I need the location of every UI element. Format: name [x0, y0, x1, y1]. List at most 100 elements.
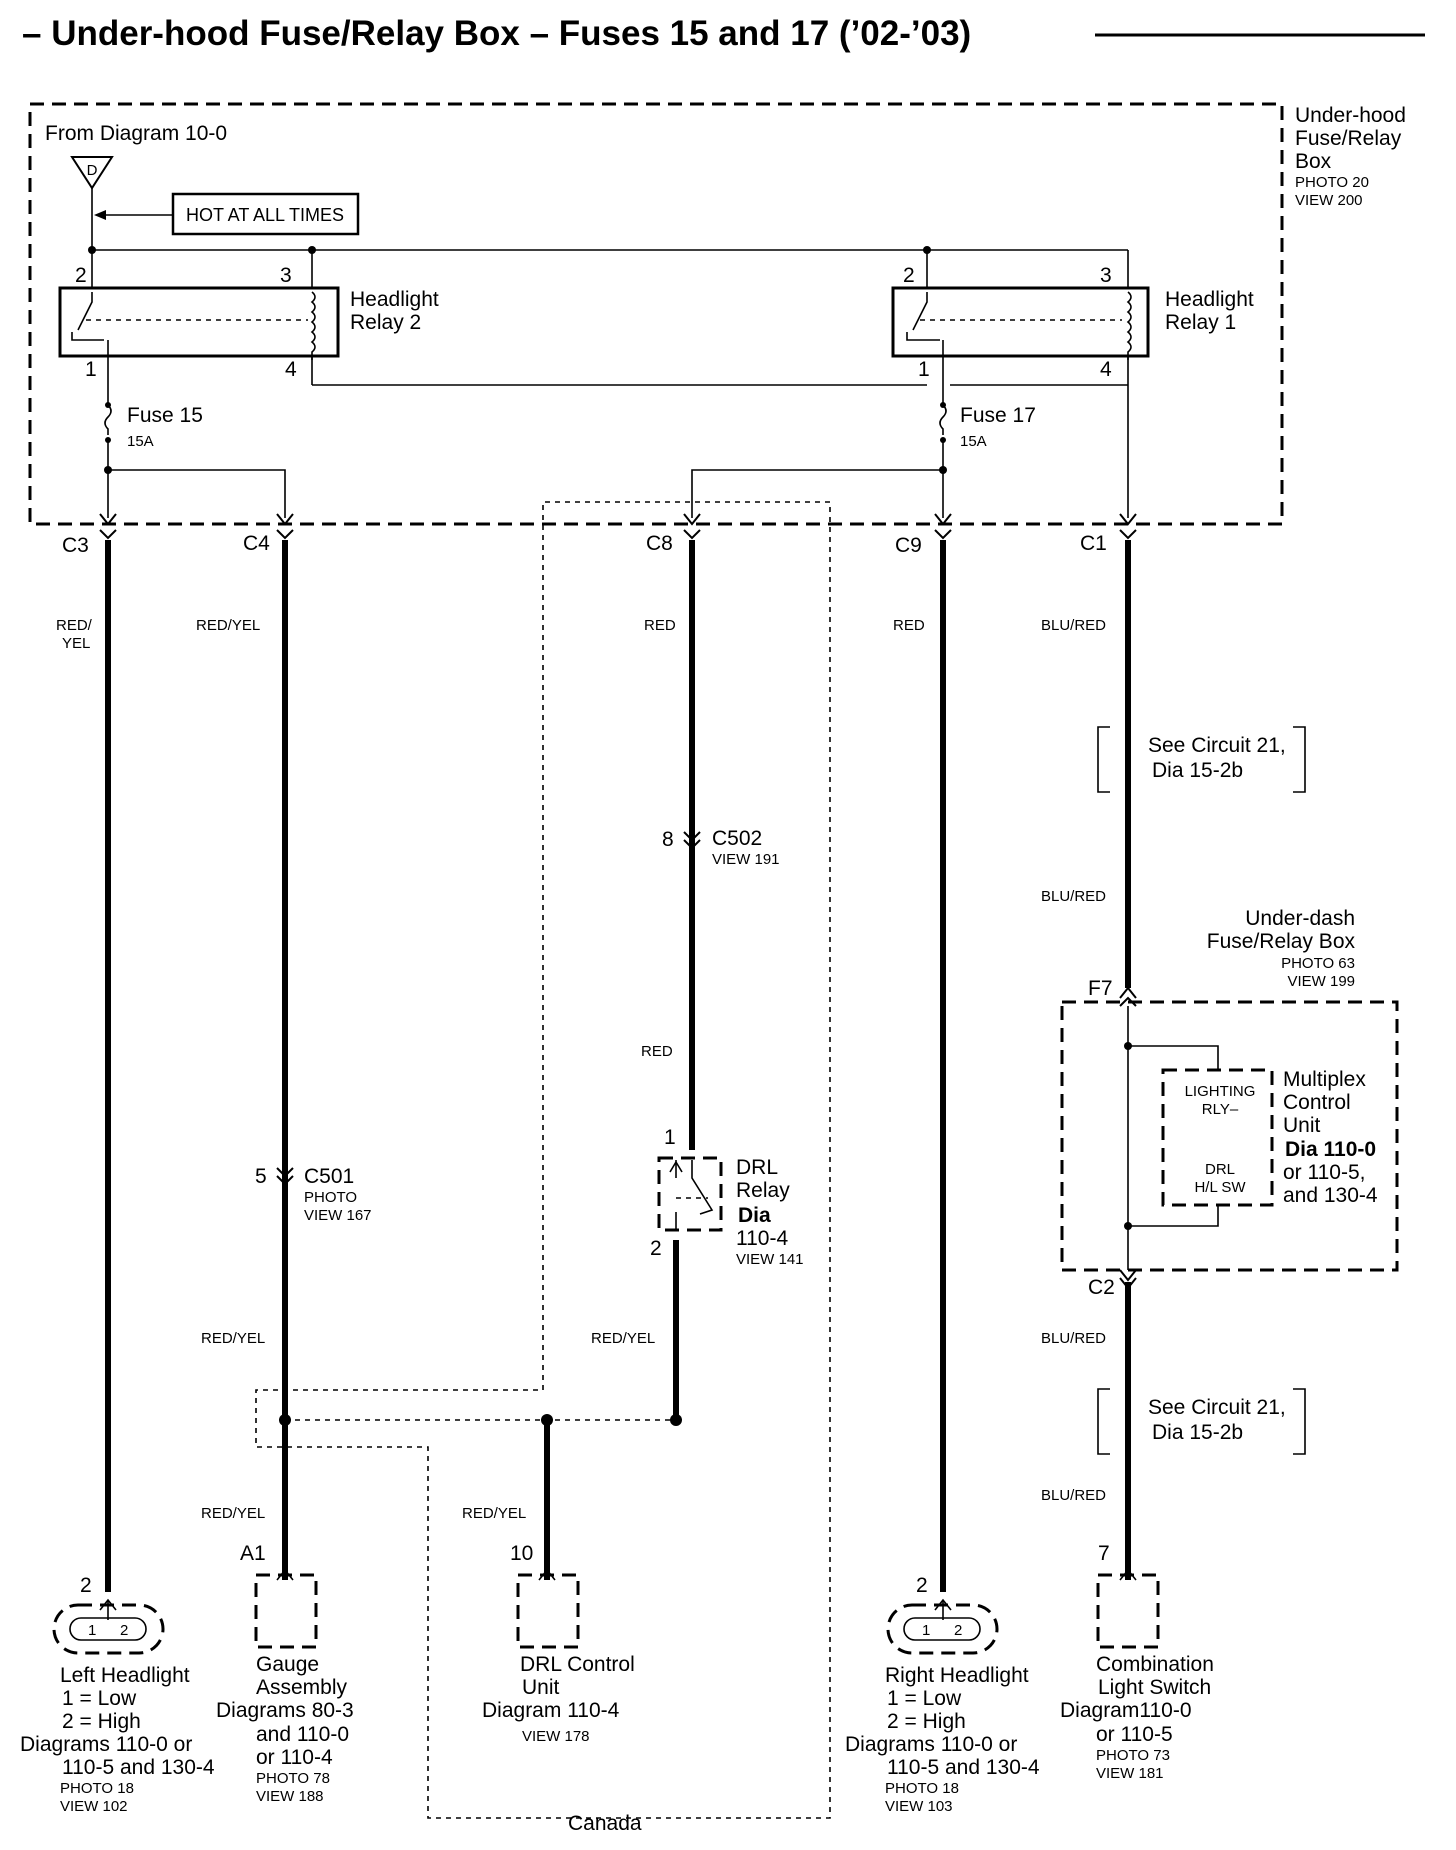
canada-region-outline [255, 501, 831, 1819]
underhood-fuse-box-outline [28, 102, 1284, 526]
gauge-pin: A1 [240, 1542, 266, 1565]
right-headlight-photo: PHOTO 18 [885, 1780, 959, 1797]
underdash-pin-c2: C2 [1088, 1276, 1115, 1299]
underdash-fuse-box-outline [1060, 1000, 1399, 1272]
underhood-box-view: VIEW 200 [1295, 192, 1363, 209]
underhood-box-label-3: Box [1295, 150, 1332, 173]
drl-unit-label-3: Diagram 110-4 [482, 1699, 620, 1722]
c501-label: C501 [304, 1165, 354, 1188]
underdash-pin-f7: F7 [1088, 977, 1113, 1000]
relay2-pin-4: 4 [285, 358, 297, 381]
right-headlight-label-5: 110-5 and 130-4 [887, 1756, 1040, 1779]
left-headlight-label-3: 2 = High [62, 1710, 141, 1733]
see-circuit-1-line2: Dia 15-2b [1152, 759, 1243, 782]
drl-relay-view: VIEW 141 [736, 1251, 804, 1268]
drl-relay-pin-2: 2 [650, 1237, 662, 1260]
drl-relay-box [657, 1156, 723, 1232]
wire-label-c501-below: RED/YEL [201, 1330, 265, 1347]
left-headlight-label-4: Diagrams 110-0 or [20, 1733, 192, 1756]
right-headlight-view: VIEW 103 [885, 1798, 953, 1815]
gauge-label-4: and 110-0 [256, 1723, 349, 1746]
drl-unit-label-1: DRL Control [520, 1653, 635, 1676]
relay1-pin-1: 1 [918, 358, 930, 381]
drl-unit-label-2: Unit [522, 1676, 560, 1699]
right-headlight-connector [886, 1598, 999, 1655]
multiplex-label-5: or 110-5, [1283, 1161, 1366, 1184]
underhood-box-label-2: Fuse/Relay [1295, 127, 1402, 150]
c502-view: VIEW 191 [712, 851, 780, 868]
light-switch-label-1: Combination [1096, 1653, 1214, 1676]
underdash-box-label-2: Fuse/Relay Box [1207, 930, 1356, 953]
left-headlight-pin: 2 [80, 1574, 92, 1597]
drl-relay-switch-icon [669, 1160, 714, 1230]
source-tag: D [87, 162, 98, 179]
drl-relay-label-3: Dia [738, 1204, 771, 1227]
see-circuit-bracket-1 [1097, 726, 1306, 793]
multiplex-inner-top2: RLY– [1202, 1101, 1239, 1118]
wire-label-gauge: RED/YEL [201, 1505, 265, 1522]
underhood-box-photo: PHOTO 20 [1295, 174, 1369, 191]
multiplex-label-2: Control [1283, 1091, 1351, 1114]
gauge-label-1: Gauge [256, 1653, 319, 1676]
gauge-label-2: Assembly [256, 1676, 348, 1699]
wire-label-c3-1: RED/ [56, 617, 93, 634]
drl-relay-label-2: Relay [736, 1179, 790, 1202]
hot-at-all-times-box [171, 192, 360, 236]
headlight-relay-2-box [58, 286, 340, 358]
relay2-pin-3: 3 [280, 264, 292, 287]
drl-control-unit-box [516, 1573, 580, 1649]
connector-c1: C1 [1080, 532, 1107, 555]
multiplex-label-3: Unit [1283, 1114, 1321, 1137]
drl-relay-label-4: 110-4 [736, 1227, 788, 1250]
drl-relay-pin-1: 1 [664, 1126, 676, 1149]
drl-unit-pin: 10 [510, 1542, 533, 1565]
relay2-label-2: Relay 2 [350, 311, 421, 334]
relay1-pin-3: 3 [1100, 264, 1112, 287]
relay1-pin-2: 2 [903, 264, 915, 287]
right-headlight-pin: 2 [916, 1574, 928, 1597]
c501-view: VIEW 167 [304, 1207, 372, 1224]
wire-label-c1: BLU/RED [1041, 617, 1106, 634]
relay1-label-1: Headlight [1165, 288, 1254, 311]
combination-light-switch-box [1096, 1573, 1160, 1649]
left-headlight-label-1: Left Headlight [60, 1664, 190, 1687]
canada-label: Canada [568, 1812, 642, 1835]
c502-label: C502 [712, 827, 762, 850]
wire-label-switch: BLU/RED [1041, 1487, 1106, 1504]
splice-dot [670, 1414, 682, 1426]
drl-unit-view: VIEW 178 [522, 1728, 590, 1745]
c502-pin: 8 [662, 828, 674, 851]
wire-label-c8: RED [644, 617, 676, 634]
left-headlight-label-5: 110-5 and 130-4 [62, 1756, 215, 1779]
left-headlight-photo: PHOTO 18 [60, 1780, 134, 1797]
left-headlight-label-2: 1 = Low [62, 1687, 137, 1710]
relay1-switch-icon [906, 291, 1132, 360]
multiplex-inner-bot1: DRL [1205, 1161, 1235, 1178]
underdash-box-view: VIEW 199 [1287, 973, 1355, 990]
wire-label-drl-below: RED/YEL [591, 1330, 655, 1347]
underdash-box-label-1: Under-dash [1245, 907, 1355, 930]
fuse-15-rating: 15A [127, 433, 154, 450]
relay2-pin-1: 1 [85, 358, 97, 381]
wire-label-c8-lower: RED [641, 1043, 673, 1060]
fuse-15-icon [104, 404, 112, 435]
c501-connector-icon [276, 1167, 294, 1186]
multiplex-inner-top1: LIGHTING [1185, 1083, 1256, 1100]
wire-label-c2-below: BLU/RED [1041, 1330, 1106, 1347]
gauge-view: VIEW 188 [256, 1788, 324, 1805]
left-headlight-connector [52, 1598, 165, 1655]
connector-c3: C3 [62, 534, 89, 557]
multiplex-label-4: Dia 110-0 [1285, 1138, 1376, 1161]
right-headlight-label-4: Diagrams 110-0 or [845, 1733, 1017, 1756]
drl-relay-label-1: DRL [736, 1156, 778, 1179]
relay2-label-1: Headlight [350, 288, 439, 311]
fuse-17-rating: 15A [960, 433, 987, 450]
right-headlight-inner-1: 1 [922, 1622, 930, 1639]
light-switch-view: VIEW 181 [1096, 1765, 1164, 1782]
multiplex-inner-bot2: H/L SW [1194, 1179, 1246, 1196]
fuse-17-label: Fuse 17 [960, 404, 1036, 427]
gauge-label-3: Diagrams 80-3 [216, 1699, 354, 1722]
c501-pin: 5 [255, 1165, 267, 1188]
c502-connector-icon [683, 831, 701, 850]
